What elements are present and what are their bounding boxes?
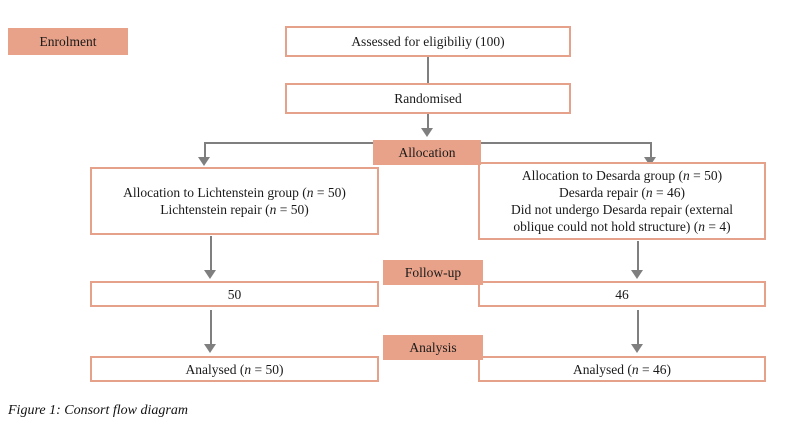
- node-allocation-desarda: Allocation to Desarda group (n = 50) Des…: [478, 162, 766, 240]
- allocation-left-line-1: Allocation to Lichtenstein group (n = 50…: [123, 185, 346, 200]
- stage-label-allocation: Allocation: [373, 140, 481, 165]
- connector-followup-to-analysis-left: [210, 310, 212, 346]
- node-followup-lichtenstein: 50: [90, 281, 379, 307]
- followup-right-text: 46: [615, 286, 629, 302]
- connector-assessed-to-randomised: [427, 57, 429, 83]
- node-analysed-desarda: Analysed (n = 46): [478, 356, 766, 382]
- stage-label-enrolment: Enrolment: [8, 28, 128, 55]
- allocation-left-line-2: Lichtenstein repair (n = 50): [160, 202, 309, 217]
- arrowhead-randomised: [421, 128, 433, 137]
- connector-alloc-to-followup-right: [637, 241, 639, 272]
- node-randomised: Randomised: [285, 83, 571, 114]
- arrowhead-alloc-left: [198, 157, 210, 166]
- arrowhead-alloc-right: [644, 157, 656, 166]
- stage-label-followup-text: Follow-up: [404, 264, 462, 280]
- arrowhead-analysis-left: [204, 344, 216, 353]
- followup-left-text: 50: [227, 286, 242, 302]
- node-allocation-lichtenstein: Allocation to Lichtenstein group (n = 50…: [90, 167, 379, 235]
- connector-split-left-down: [204, 142, 206, 159]
- connector-split-right-down: [650, 142, 652, 159]
- arrowhead-analysis-right: [631, 344, 643, 353]
- node-followup-desarda: 46: [478, 281, 766, 307]
- analysis-right-text: Analysed (n = 46): [573, 361, 671, 377]
- stage-label-analysis: Analysis: [383, 335, 483, 360]
- arrowhead-followup-right: [631, 270, 643, 279]
- node-analysed-lichtenstein: Analysed (n = 50): [90, 356, 379, 382]
- stage-label-enrolment-text: Enrolment: [39, 33, 97, 49]
- connector-alloc-to-followup-left: [210, 236, 212, 272]
- node-assessed-text: Assessed for eligibiliy (100): [351, 34, 505, 49]
- node-randomised-text: Randomised: [394, 91, 462, 106]
- stage-label-followup: Follow-up: [383, 260, 483, 285]
- allocation-right-line-1: Allocation to Desarda group (n = 50): [521, 168, 723, 183]
- allocation-right-line-2: Desarda repair (n = 46): [558, 185, 686, 200]
- connector-randomised-down: [427, 114, 429, 130]
- analysis-left-text: Analysed (n = 50): [185, 361, 284, 377]
- figure-caption: Figure 1: Consort flow diagram: [8, 403, 188, 418]
- allocation-right-line-4: oblique could not hold structure) (n = 4…: [513, 219, 731, 234]
- arrowhead-followup-left: [204, 270, 216, 279]
- allocation-right-line-3: Did not undergo Desarda repair (external: [510, 202, 734, 217]
- stage-label-allocation-text: Allocation: [398, 144, 456, 160]
- connector-followup-to-analysis-right: [637, 310, 639, 346]
- node-assessed-for-eligibility: Assessed for eligibiliy (100): [285, 26, 571, 57]
- stage-label-analysis-text: Analysis: [409, 339, 457, 355]
